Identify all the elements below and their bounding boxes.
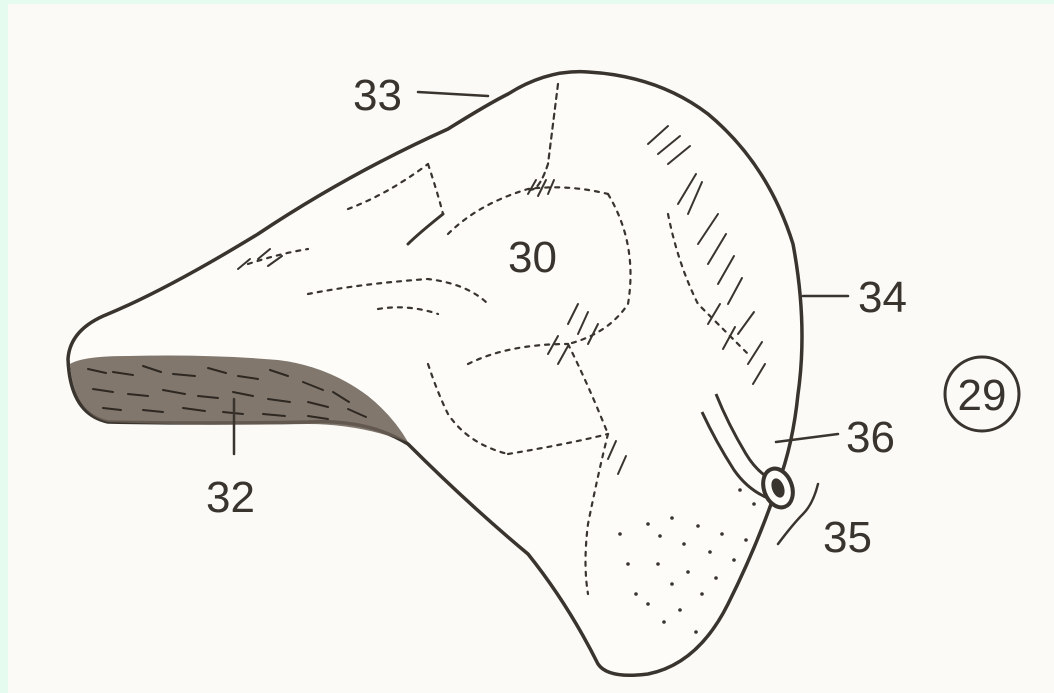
figure-number-text: 29 <box>958 371 1007 420</box>
label-30: 30 <box>508 233 557 282</box>
figure-canvas: 30 32 33 34 35 36 29 <box>8 4 1054 693</box>
label-33: 33 <box>353 71 402 120</box>
leader-33 <box>418 92 488 96</box>
label-35: 35 <box>823 513 872 562</box>
label-32: 32 <box>206 473 255 522</box>
organ-illustration: 30 32 33 34 35 36 29 <box>8 4 1054 693</box>
label-36: 36 <box>846 413 895 462</box>
figure-number: 29 <box>945 357 1019 431</box>
label-34: 34 <box>858 273 907 322</box>
